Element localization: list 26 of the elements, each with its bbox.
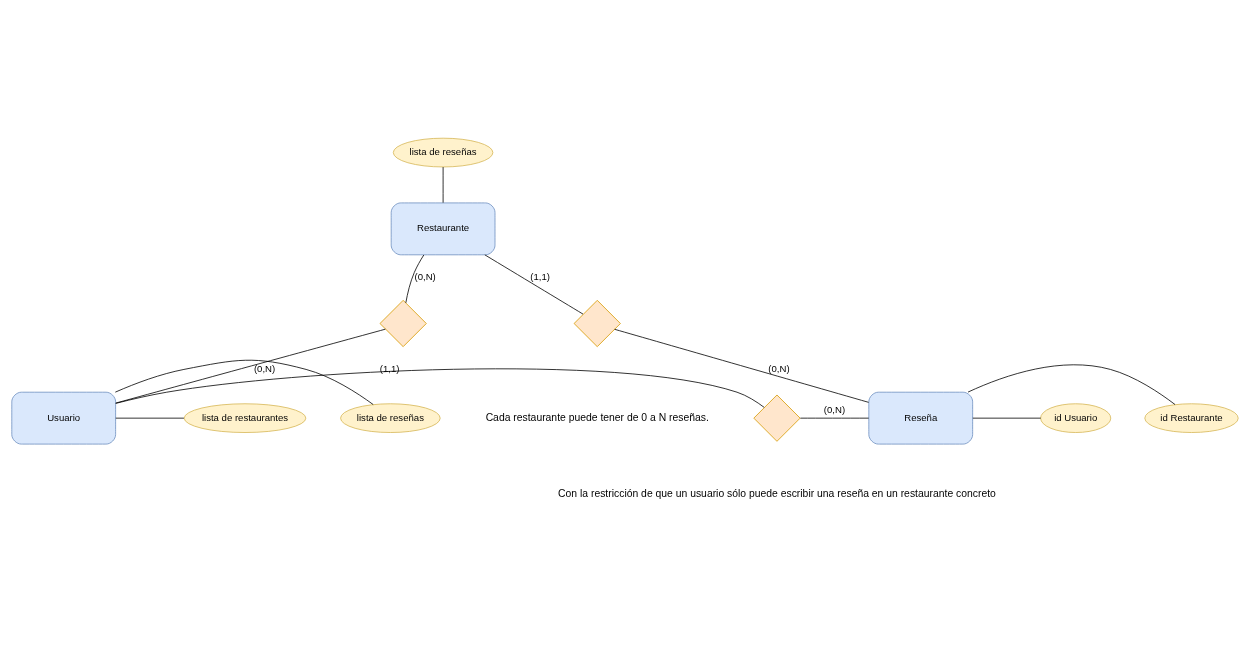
edge-label: (0,N) (414, 270, 436, 282)
node-ellipse: lista de restaurantes (183, 402, 307, 433)
edge-label: (0,N) (823, 403, 846, 415)
node-ellipse: lista de reseñas (340, 402, 441, 433)
connector (484, 253, 584, 314)
connector (405, 254, 425, 303)
connector (114, 359, 374, 405)
node-diamond (573, 299, 621, 347)
edge-label: (1,1) (530, 270, 550, 282)
edge-label: (0,N) (768, 362, 790, 374)
connector (115, 367, 765, 408)
connector (115, 328, 386, 403)
node-diamond (379, 299, 427, 347)
node-box: Restaurante (390, 202, 496, 255)
node-ellipse: id Restaurante (1144, 402, 1239, 433)
label: Con la restricción de que un usuario sólo puede escribir una reseña en un restaurante concreto (558, 487, 996, 499)
edge-label: (1,1) (379, 362, 400, 374)
edge-label: (0,N) (253, 362, 276, 374)
node-box: Reseña (868, 391, 974, 444)
node-box: Usuario (11, 391, 117, 444)
node-ellipse: id Usuario (1040, 402, 1112, 433)
connector (967, 363, 1176, 405)
node-ellipse: lista de reseñas (392, 137, 494, 167)
connector (614, 328, 869, 403)
label: Cada restaurante puede tener de 0 a N reseñas. (485, 411, 709, 423)
node-diamond (753, 394, 801, 442)
